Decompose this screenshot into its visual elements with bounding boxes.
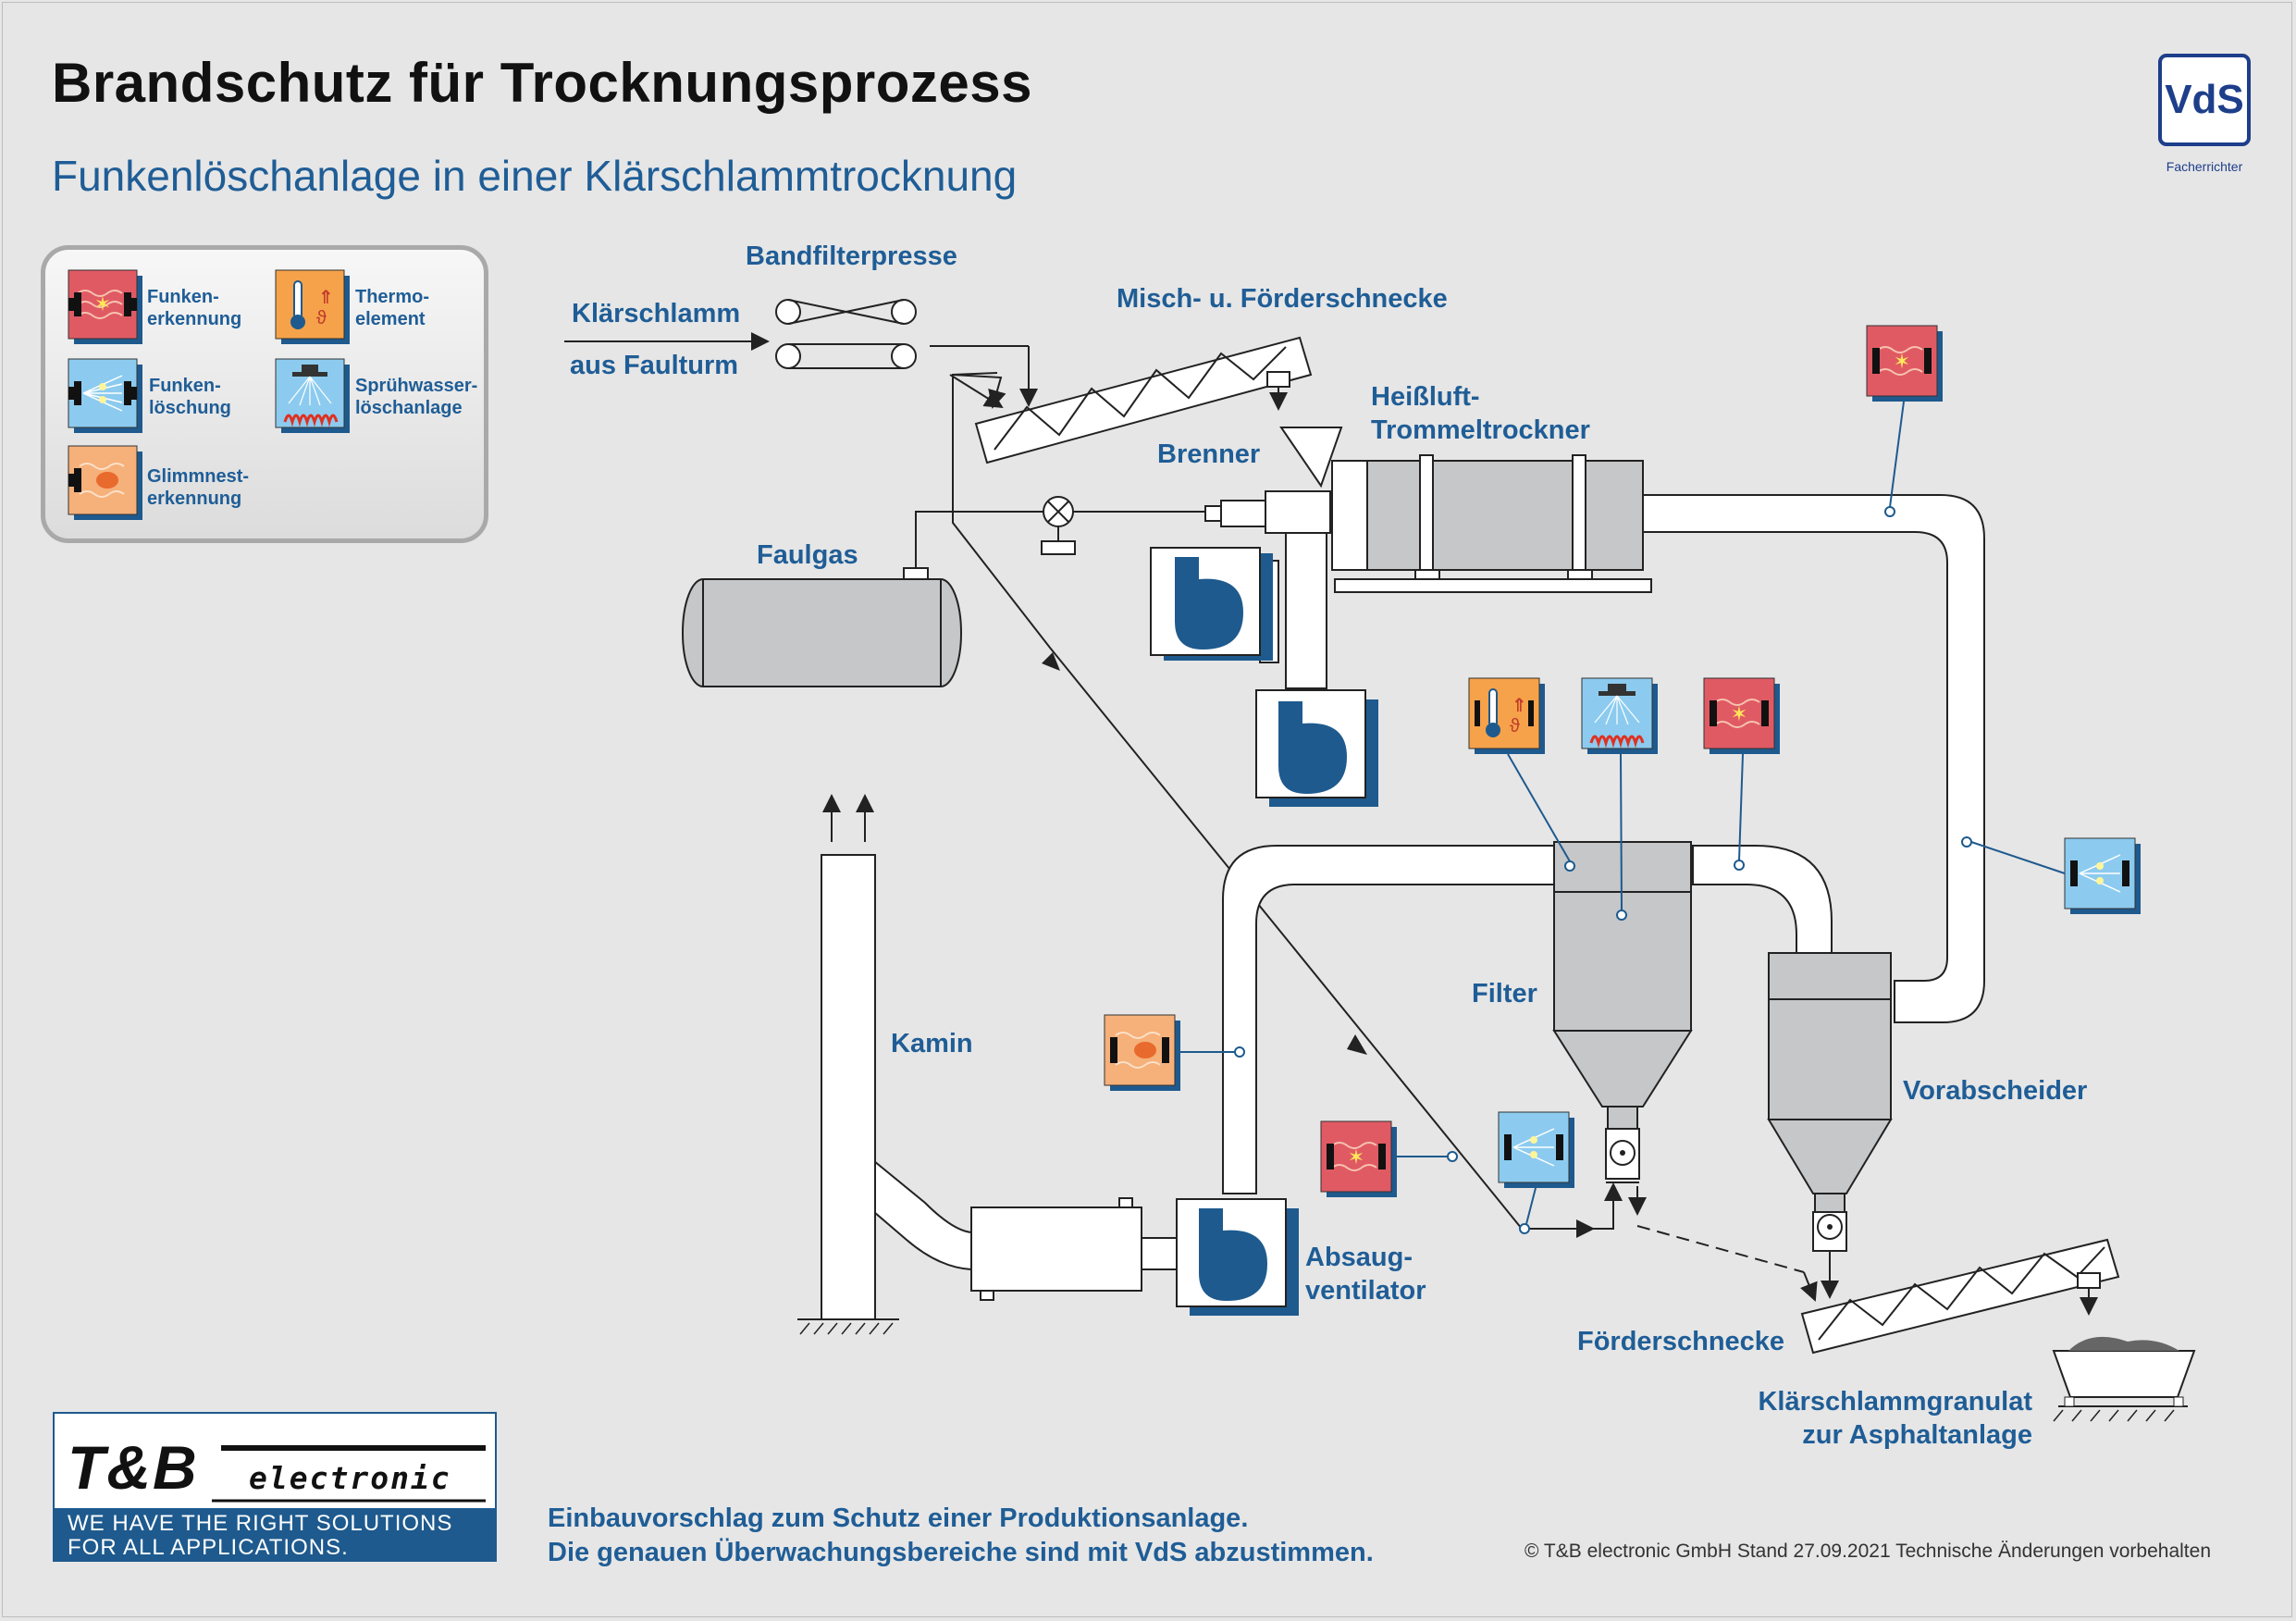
spark-detection-icon: ✶ <box>1866 325 1943 402</box>
svg-text:⇑: ⇑ <box>1512 696 1527 716</box>
svg-text:✶: ✶ <box>1348 1145 1364 1169</box>
legend-spark-extinguish-icon <box>68 358 142 433</box>
legend-thermocouple-icon: ⇑ ϑ <box>275 269 350 344</box>
spark-extinguish-icon <box>2064 837 2141 914</box>
label-mixing-screw: Misch- u. Förderschnecke <box>1117 284 1448 314</box>
spark-detection-icon: ✶ <box>1320 1120 1397 1197</box>
duct-filter-to-fan <box>1222 845 1555 1194</box>
label-filter: Filter <box>1472 979 1537 1008</box>
legend-label-spark-detection: Funken- erkennung <box>147 287 242 329</box>
duct-dryer-to-separator <box>1642 494 1985 1023</box>
drum-dryer <box>1331 454 1652 593</box>
footer-copyright: © T&B electronic GmbH Stand 27.09.2021 T… <box>1524 1541 2212 1562</box>
legend-label-spark-extinguish: Funken- löschung <box>149 376 231 418</box>
granulate-container <box>2052 1336 2196 1422</box>
label-exhaust-fan: Absaug- ventilator <box>1305 1243 1426 1305</box>
chimney <box>797 794 899 1335</box>
gas-valve <box>1041 496 1076 555</box>
duct-separator-to-filter <box>1692 845 1833 954</box>
pre-separator <box>1767 952 1893 1252</box>
svg-text:ϑ: ϑ <box>1510 716 1520 736</box>
silencer <box>970 1197 1142 1301</box>
digester-gas-tank <box>682 567 962 687</box>
svg-text:✶: ✶ <box>94 292 111 316</box>
legend-label-sprinkler: Sprühwasser- löschanlage <box>355 376 478 418</box>
label-digester-gas: Faulgas <box>757 540 858 570</box>
logo-swoosh <box>212 1445 486 1503</box>
label-chimney: Kamin <box>891 1029 973 1058</box>
logo-brand: T&B <box>68 1433 199 1502</box>
conveying-screw <box>1800 1238 2120 1355</box>
svg-text:⇑: ⇑ <box>318 288 334 308</box>
band-filter-press <box>775 299 917 369</box>
logo-brand-suffix: electronic <box>249 1460 451 1496</box>
legend-label-thermocouple: Thermo- element <box>355 287 429 329</box>
smoulder-detection-icon <box>1104 1014 1180 1091</box>
label-burner: Brenner <box>1157 439 1261 469</box>
label-drum-dryer: Heißluft- Trommeltrockner <box>1371 382 1590 445</box>
page-subtitle: Funkenlöschanlage in einer Klärschlammtr… <box>52 152 1018 200</box>
burner <box>1204 490 1331 534</box>
exhaust-fan <box>1176 1198 1299 1316</box>
svg-text:✶: ✶ <box>1894 350 1910 373</box>
filter-unit <box>1552 841 1693 1183</box>
logo-slogan: WE HAVE THE RIGHT SOLUTIONS FOR ALL APPL… <box>55 1508 495 1560</box>
company-logo: T&B electronic WE HAVE THE RIGHT SOLUTIO… <box>53 1412 497 1562</box>
svg-text:✶: ✶ <box>1731 702 1747 725</box>
legend-smoulder-detection-icon <box>68 445 142 520</box>
vds-caption: Facherrichter <box>2166 159 2243 174</box>
sprinkler-icon <box>1581 677 1658 754</box>
burner-fan <box>1255 689 1378 807</box>
label-granulate: Klärschlammgranulat zur Asphaltanlage <box>1758 1387 2032 1450</box>
label-pre-separator: Vorabscheider <box>1903 1076 2088 1106</box>
logo-top: T&B electronic <box>55 1414 495 1508</box>
spark-extinguish-icon <box>1498 1111 1574 1188</box>
spark-detection-icon: ✶ <box>1703 677 1780 754</box>
thermocouple-icon: ⇑ ϑ <box>1468 677 1545 754</box>
page-title: Brandschutz für Trocknungsprozess <box>52 52 1032 114</box>
installation-note: Einbauvorschlag zum Schutz einer Produkt… <box>548 1503 1374 1567</box>
legend-label-smoulder: Glimmnest- erkennung <box>147 466 250 509</box>
vds-badge: VdS <box>2158 54 2251 146</box>
label-from-digester: aus Faulturm <box>570 351 739 380</box>
svg-text:ϑ: ϑ <box>316 308 327 328</box>
legend-sprinkler-icon <box>275 358 350 433</box>
mixing-screw-conveyor <box>974 336 1313 464</box>
label-conveying-screw: Förderschnecke <box>1577 1327 1785 1356</box>
legend-spark-detection-icon: ✶ <box>68 269 142 344</box>
combustion-air-fan <box>1150 547 1273 661</box>
label-band-filter-press: Bandfilterpresse <box>746 241 957 271</box>
label-sewage-sludge: Klärschlamm <box>572 299 741 328</box>
